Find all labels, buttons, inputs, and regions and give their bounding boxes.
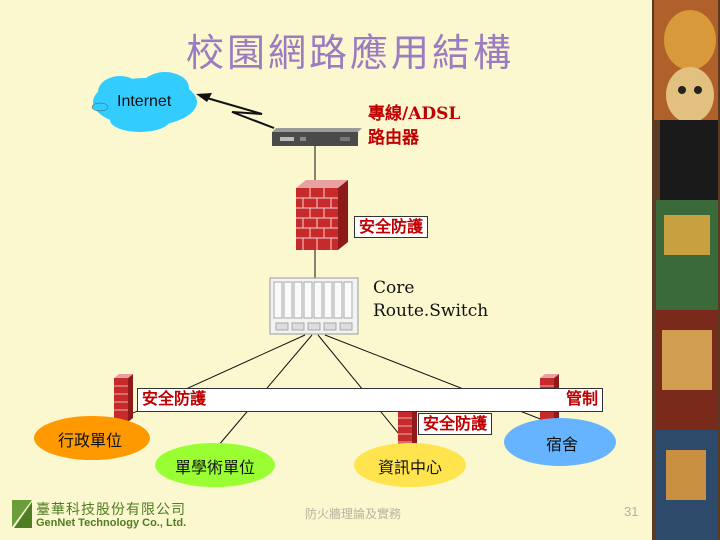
firewall-top-label: 安全防護 [354,216,429,238]
dorm-ellipse [504,418,616,466]
core-switch-label: Core Route.Switch [373,277,488,323]
router-label-line2: 路由器 [368,128,419,148]
firewall-left-label: 安全防護 [142,389,207,408]
academic-unit-ellipse [155,443,275,487]
wan-link [199,95,275,129]
firewall-control-bar: 安全防護 管制 [137,388,603,412]
router-label-line1: 專線/ADSL [368,104,461,124]
link-core-admin [99,334,306,429]
dorm-label: 宿舍 [545,435,578,454]
info-center-ellipse [354,443,466,487]
info-center-label: 資訊中心 [377,458,442,477]
decorative-guardian-image [652,0,720,540]
page-number: 31 [624,504,639,519]
admin-unit-ellipse [34,416,150,460]
firewall-center-label: 安全防護 [418,413,493,435]
core-switch-icon [269,277,359,335]
core-switch-label-line1: Core [373,278,415,298]
router-label: 專線/ADSL 路由器 [368,102,460,150]
router-device-icon [272,128,362,146]
internet-label: Internet [117,93,172,110]
footer-course-title: 防火牆理論及實務 [305,507,402,521]
firewall-left-icon [114,374,133,422]
control-right-label: 管制 [565,389,598,408]
internet-cloud-icon [91,72,197,132]
company-name-cn: 臺華科技股份有限公司 [36,502,186,518]
page-title: 校園網路應用結構 [185,31,514,75]
company-logo-icon [12,500,32,528]
academic-unit-label: 單學術單位 [174,458,255,477]
wan-link-arrow [196,93,212,102]
company-name-en: GenNet Technology Co., Ltd. [36,517,187,529]
core-switch-label-line2: Route.Switch [373,301,489,321]
admin-unit-label: 行政單位 [58,431,123,450]
firewall-top-icon [296,180,348,250]
